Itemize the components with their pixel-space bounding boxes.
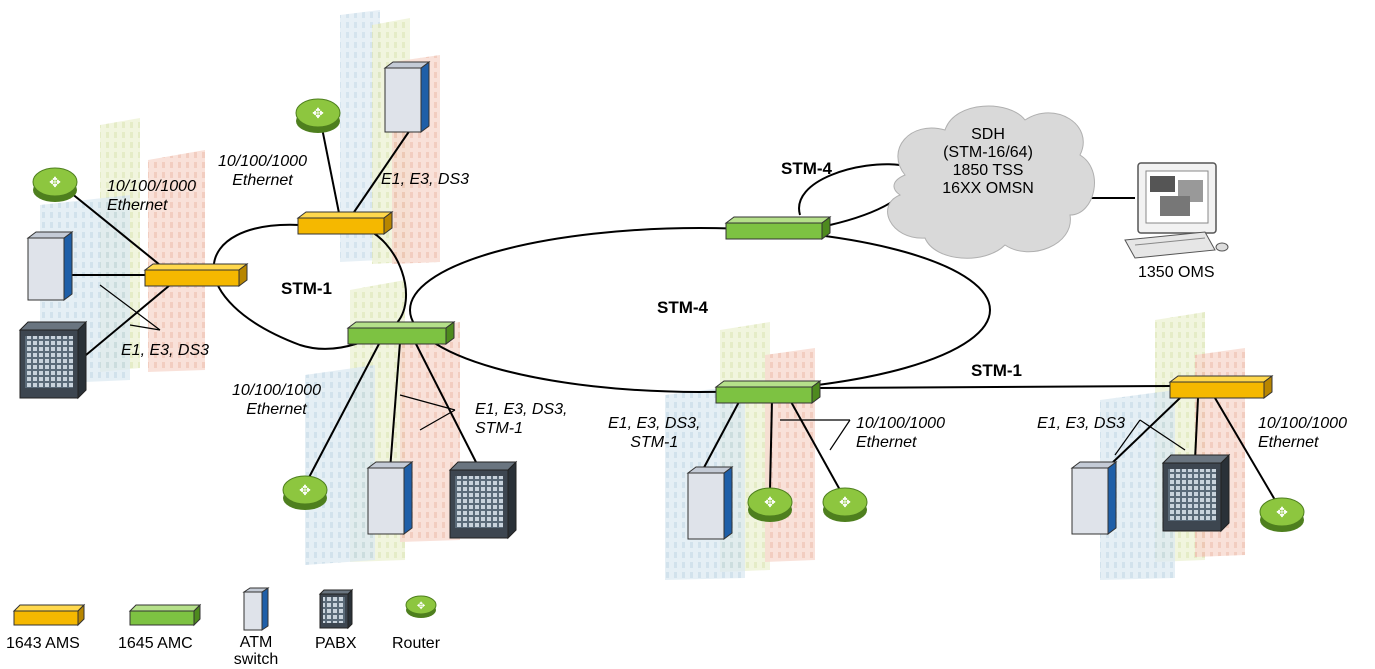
router-icon: ✥ bbox=[747, 487, 793, 522]
legend-amc-swatch bbox=[128, 603, 202, 627]
ams-node bbox=[143, 263, 249, 287]
mid-eth-label: 10/100/1000 Ethernet bbox=[232, 381, 321, 419]
pabx-icon bbox=[18, 320, 88, 400]
svg-text:✥: ✥ bbox=[839, 494, 851, 510]
atm-switch-icon bbox=[26, 231, 74, 301]
left-eth-line2: Ethernet bbox=[107, 197, 168, 214]
top-eth-line2: Ethernet bbox=[232, 172, 293, 189]
cloud-label: SDH (STM-16/64) 1850 TSS 16XX OMSN bbox=[918, 126, 1058, 198]
router-icon: ✥ bbox=[32, 167, 78, 202]
mid-eth-line2: Ethernet bbox=[246, 401, 307, 418]
pabx-icon bbox=[1161, 453, 1231, 533]
sdh-cloud bbox=[887, 105, 1095, 259]
legend-amc-label: 1645 AMC bbox=[118, 635, 193, 652]
oms-workstation-icon bbox=[1124, 162, 1229, 259]
legend-pabx-label: PABX bbox=[315, 635, 357, 652]
right-eth-label: 10/100/1000 Ethernet bbox=[1258, 414, 1347, 452]
cloud-line-1: SDH bbox=[971, 126, 1005, 143]
svg-text:✥: ✥ bbox=[764, 494, 776, 510]
amc-node bbox=[346, 321, 456, 345]
atm-switch-icon bbox=[1070, 461, 1118, 535]
mid-tdm-line1: E1, E3, DS3, bbox=[475, 401, 568, 418]
right-tdm-label: E1, E3, DS3 bbox=[1037, 415, 1126, 432]
amc-node bbox=[724, 216, 832, 240]
router-icon: ✥ bbox=[295, 98, 341, 133]
legend-router-label: Router bbox=[392, 635, 441, 652]
stm4-cloud-link bbox=[798, 163, 901, 216]
mid-tdm-label: E1, E3, DS3, STM-1 bbox=[475, 400, 568, 438]
ams-node bbox=[1168, 375, 1274, 399]
atm-switch-icon bbox=[366, 461, 414, 535]
center-tdm-line2: STM-1 bbox=[630, 434, 679, 451]
legend-router-icon: ✥ bbox=[405, 595, 437, 618]
right-eth-line2: Ethernet bbox=[1258, 434, 1319, 451]
mid-tdm-line2: STM-1 bbox=[475, 420, 523, 437]
svg-text:✥: ✥ bbox=[312, 105, 324, 121]
router-icon: ✥ bbox=[822, 487, 868, 522]
legend-atm-line2: switch bbox=[233, 651, 279, 668]
buildings-mid-site bbox=[305, 280, 460, 565]
left-eth-label: 10/100/1000 Ethernet bbox=[107, 177, 196, 215]
pabx-icon bbox=[448, 460, 518, 540]
top-eth-label: 10/100/1000 Ethernet bbox=[218, 152, 307, 190]
router-icon: ✥ bbox=[282, 475, 328, 510]
annotation-arrows bbox=[99, 284, 1186, 456]
legend-pabx-icon bbox=[318, 588, 354, 630]
svg-text:✥: ✥ bbox=[299, 482, 311, 498]
atm-switch-icon bbox=[686, 466, 734, 540]
stm1-left-label: STM-1 bbox=[281, 279, 332, 298]
svg-text:✥: ✥ bbox=[1276, 504, 1288, 520]
stm4-ring bbox=[409, 227, 991, 393]
center-tdm-line1: E1, E3, DS3, bbox=[608, 415, 701, 432]
oms-label: 1350 OMS bbox=[1138, 264, 1215, 281]
router-icon: ✥ bbox=[1259, 497, 1305, 532]
right-eth-line1: 10/100/1000 bbox=[1258, 415, 1347, 432]
svg-text:✥: ✥ bbox=[417, 601, 425, 612]
stm1-right-link bbox=[817, 385, 1173, 389]
top-eth-line1: 10/100/1000 bbox=[218, 153, 307, 170]
left-tdm-label: E1, E3, DS3 bbox=[121, 342, 210, 359]
legend-atm-switch-icon bbox=[242, 587, 270, 631]
center-eth-line1: 10/100/1000 bbox=[856, 415, 945, 432]
svg-text:✥: ✥ bbox=[49, 174, 61, 190]
stm4-ring-label: STM-4 bbox=[657, 298, 708, 317]
atm-switch-icon bbox=[383, 61, 431, 133]
top-tdm-label: E1, E3, DS3 bbox=[381, 171, 470, 188]
ams-node bbox=[296, 211, 394, 235]
cloud-line-4: 16XX OMSN bbox=[942, 180, 1034, 197]
left-eth-line1: 10/100/1000 bbox=[107, 178, 196, 195]
legend-ams-label: 1643 AMS bbox=[6, 635, 80, 652]
center-tdm-label: E1, E3, DS3, STM-1 bbox=[608, 414, 701, 452]
cloud-line-2: (STM-16/64) bbox=[943, 144, 1033, 161]
stm1-right-label: STM-1 bbox=[971, 361, 1022, 380]
legend-ams-swatch bbox=[12, 603, 86, 627]
center-eth-line2: Ethernet bbox=[856, 434, 917, 451]
legend-atm-label: ATM switch bbox=[228, 634, 284, 668]
mid-eth-line1: 10/100/1000 bbox=[232, 382, 321, 399]
center-eth-label: 10/100/1000 Ethernet bbox=[856, 414, 945, 452]
amc-node bbox=[714, 380, 822, 404]
legend-atm-line1: ATM bbox=[239, 634, 273, 651]
cloud-line-3: 1850 TSS bbox=[952, 162, 1024, 179]
stm4-top-label: STM-4 bbox=[781, 159, 832, 178]
